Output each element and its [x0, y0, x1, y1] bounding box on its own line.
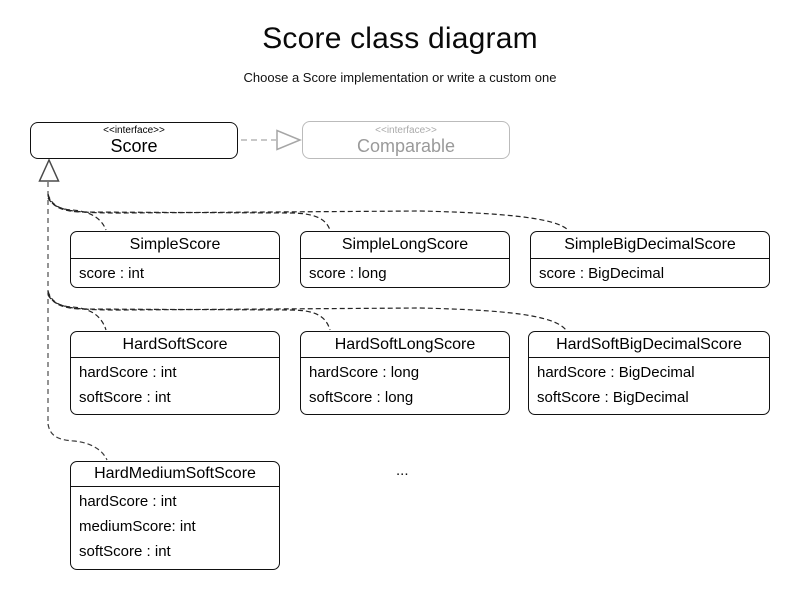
more-implementations-ellipsis: ... [396, 462, 409, 479]
realization-line-hardsoftbigdecimalscore [47, 294, 567, 331]
attribute-line: score : long [309, 265, 387, 282]
class-attributes: hardScore : int softScore : int [71, 358, 279, 410]
class-name: SimpleScore [71, 232, 279, 259]
class-attributes: score : int [71, 259, 279, 286]
attribute-line: hardScore : int [79, 364, 177, 381]
realization-line-hardsoftlongscore [47, 292, 331, 331]
class-box-hardsoftbigdecimalscore: HardSoftBigDecimalScore hardScore : BigD… [528, 331, 770, 415]
page-subtitle: Choose a Score implementation or write a… [243, 70, 557, 85]
realization-line-hardsoftscore [47, 290, 107, 331]
attribute-line: mediumScore: int [79, 518, 196, 535]
attribute-line: hardScore : long [309, 364, 420, 381]
class-attributes: hardScore : BigDecimal softScore : BigDe… [529, 358, 769, 410]
interface-box-comparable: <<interface>> Comparable [302, 121, 510, 159]
comparable-stereotype-label: <<interface>> [375, 124, 437, 136]
attribute-line: softScore : int [79, 543, 171, 560]
interface-box-score: <<interface>> Score [30, 122, 238, 159]
attribute-line: softScore : BigDecimal [537, 389, 689, 406]
class-box-simplelongscore: SimpleLongScore score : long [300, 231, 510, 288]
class-box-simplescore: SimpleScore score : int [70, 231, 280, 288]
class-name: HardMediumSoftScore [71, 462, 279, 487]
class-name: HardSoftScore [71, 332, 279, 358]
class-attributes: score : BigDecimal [531, 259, 769, 286]
class-attributes: score : long [301, 259, 509, 286]
attribute-line: softScore : long [309, 389, 414, 406]
attribute-line: hardScore : BigDecimal [537, 364, 695, 381]
attribute-line: score : BigDecimal [539, 265, 665, 282]
realization-arrowhead-right-icon [276, 129, 302, 151]
class-box-simplebigdecimalscore: SimpleBigDecimalScore score : BigDecimal [530, 231, 770, 288]
class-attributes: hardScore : int mediumScore: int softSco… [71, 487, 279, 564]
realization-line-simplebigdecimalscore [47, 197, 569, 231]
class-box-hardmediumsoftscore: HardMediumSoftScore hardScore : int medi… [70, 461, 280, 570]
realization-arrowhead-up-icon [38, 158, 60, 182]
realization-line-simplescore [47, 193, 107, 231]
class-box-hardsoftlongscore: HardSoftLongScore hardScore : long softS… [300, 331, 510, 415]
realization-line-hardmediumsoftscore [47, 423, 108, 461]
score-interface-name: Score [110, 136, 158, 156]
class-box-hardsoftscore: HardSoftScore hardScore : int softScore … [70, 331, 280, 415]
class-name: SimpleBigDecimalScore [531, 232, 769, 259]
class-attributes: hardScore : long softScore : long [301, 358, 509, 410]
attribute-line: score : int [79, 265, 145, 282]
class-name: SimpleLongScore [301, 232, 509, 259]
score-stereotype-label: <<interface>> [103, 125, 165, 136]
class-name: HardSoftLongScore [301, 332, 509, 358]
attribute-line: softScore : int [79, 389, 171, 406]
attribute-line: hardScore : int [79, 493, 177, 510]
comparable-interface-name: Comparable [356, 135, 456, 156]
page-title: Score class diagram [262, 22, 538, 55]
realization-line-simplelongscore [47, 195, 331, 231]
class-name: HardSoftBigDecimalScore [529, 332, 769, 358]
